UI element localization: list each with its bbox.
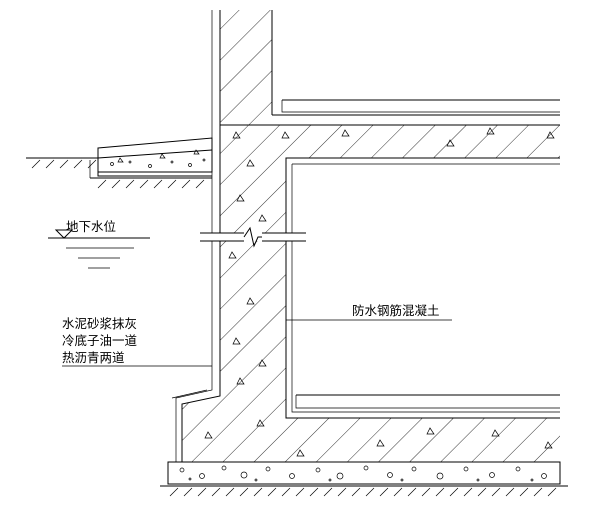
waterproof-concrete-label: 防水钢筋混凝土 (352, 303, 440, 318)
ground-soil-left (26, 157, 212, 189)
coating-label-1: 水泥砂浆抹灰 (62, 316, 137, 331)
groundwater-level-label: 地下水位 (66, 219, 116, 234)
break-mark (200, 226, 306, 248)
base-cushion-layer (167, 461, 561, 485)
soil-hatch-bottom (160, 485, 568, 497)
coating-label-3: 热沥青两道 (62, 350, 125, 365)
apron-slab (97, 137, 213, 177)
upper-wall (211, 10, 273, 130)
coating-label-2: 冷底子油一道 (62, 333, 138, 348)
aggregate-marks (204, 127, 555, 457)
upper-floor-finish (272, 99, 560, 116)
groundwater-level-symbol (48, 229, 150, 269)
concrete-structure (181, 124, 560, 462)
waterproof-coating-line (171, 130, 213, 462)
